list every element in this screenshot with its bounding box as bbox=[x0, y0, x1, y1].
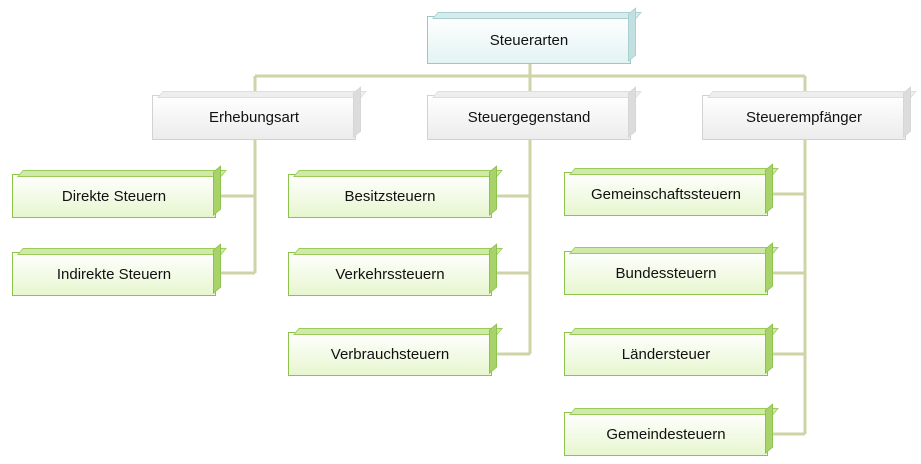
leaf-label: Indirekte Steuern bbox=[56, 265, 172, 283]
leaf-label: Gemeinschaftssteuern bbox=[590, 185, 742, 203]
leaf-bundessteuern: Bundessteuern bbox=[564, 251, 768, 295]
category-label: Steuerempfänger bbox=[746, 109, 862, 126]
leaf-label: Verbrauchsteuern bbox=[330, 345, 450, 363]
root-node: Steuerarten bbox=[427, 16, 631, 64]
leaf-label: Ländersteuer bbox=[621, 345, 711, 363]
category-label: Steuergegenstand bbox=[467, 109, 591, 126]
leaf-verbrauchsteuern: Verbrauchsteuern bbox=[288, 332, 492, 376]
category-steuergegenstand: Steuergegenstand bbox=[427, 95, 631, 140]
leaf-laendersteuer: Ländersteuer bbox=[564, 332, 768, 376]
leaf-label: Direkte Steuern bbox=[61, 187, 167, 205]
leaf-besitzsteuern: Besitzsteuern bbox=[288, 174, 492, 218]
leaf-direkte-steuern: Direkte Steuern bbox=[12, 174, 216, 218]
leaf-label: Gemeindesteuern bbox=[606, 425, 726, 443]
category-erhebungsart: Erhebungsart bbox=[152, 95, 356, 140]
leaf-gemeinschaftssteuern: Gemeinschaftssteuern bbox=[564, 172, 768, 216]
leaf-label: Verkehrssteuern bbox=[335, 265, 445, 283]
leaf-verkehrssteuern: Verkehrssteuern bbox=[288, 252, 492, 296]
leaf-gemeindesteuern: Gemeindesteuern bbox=[564, 412, 768, 456]
leaf-label: Besitzsteuern bbox=[344, 187, 436, 205]
root-label: Steuerarten bbox=[489, 31, 569, 49]
category-steuerempfaenger: Steuerempfänger bbox=[702, 95, 906, 140]
leaf-label: Bundessteuern bbox=[615, 264, 717, 282]
leaf-indirekte-steuern: Indirekte Steuern bbox=[12, 252, 216, 296]
category-label: Erhebungsart bbox=[208, 109, 300, 126]
